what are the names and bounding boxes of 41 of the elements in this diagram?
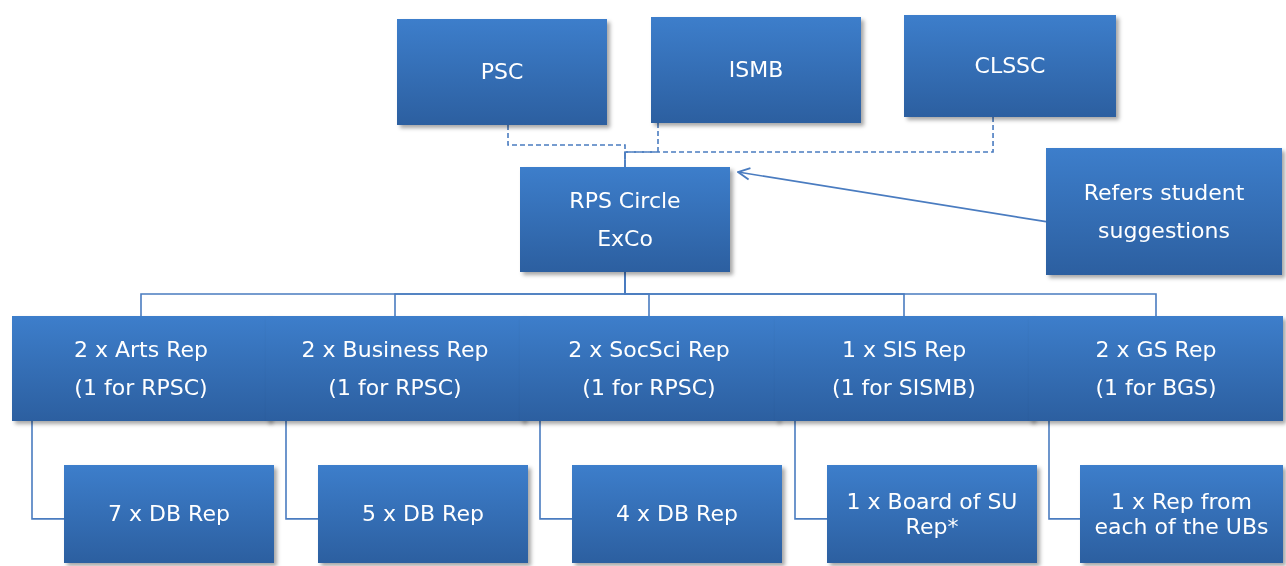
box-text: (1 for RPSC) <box>582 374 716 400</box>
org-box <box>64 465 274 563</box>
org-box <box>651 17 861 123</box>
connector-line <box>285 420 319 520</box>
box-text: ISMB <box>728 57 784 83</box>
connector-line <box>794 420 828 520</box>
box-text: 7 x DB Rep <box>108 501 230 527</box>
box-text: 4 x DB Rep <box>616 501 738 527</box>
connector-line <box>1048 420 1081 520</box>
box-text: 2 x Business Rep <box>301 337 489 363</box>
box-text: suggestions <box>1098 217 1230 243</box>
box-text: (1 for RPSC) <box>328 374 462 400</box>
org-box <box>397 19 607 125</box>
connector-line <box>31 420 65 520</box>
box-text: 1 x Board of SU Rep* <box>845 488 1019 540</box>
box-text: 2 x Arts Rep <box>74 337 208 363</box>
org-box <box>572 465 782 563</box>
org-box <box>520 167 730 272</box>
org-box <box>1029 316 1283 421</box>
connector-line <box>539 420 573 520</box>
org-box <box>827 465 1037 563</box>
box-text: 2 x SocSci Rep <box>568 337 730 363</box>
connector-line <box>624 116 994 168</box>
org-box <box>318 465 528 563</box>
box-text: 1 x Rep from each of the UBs <box>1093 488 1270 540</box>
arrow <box>737 167 1047 223</box>
box-text: ExCo <box>597 225 653 251</box>
box-text: 5 x DB Rep <box>362 501 484 527</box>
note-box <box>1046 148 1282 275</box>
box-text: (1 for RPSC) <box>74 374 208 400</box>
connector-line <box>624 122 659 168</box>
box-text: (1 for BGS) <box>1095 374 1217 400</box>
box-text: 2 x GS Rep <box>1095 337 1217 363</box>
box-text: CLSSC <box>974 53 1046 79</box>
org-box <box>904 15 1116 117</box>
box-text: 1 x SIS Rep <box>841 337 967 363</box>
box-text: (1 for SISMB) <box>832 374 976 400</box>
org-box <box>1080 465 1283 563</box>
box-text: RPS Circle <box>569 188 681 214</box>
box-text: Refers student <box>1083 180 1245 206</box>
box-text: PSC <box>480 59 524 85</box>
